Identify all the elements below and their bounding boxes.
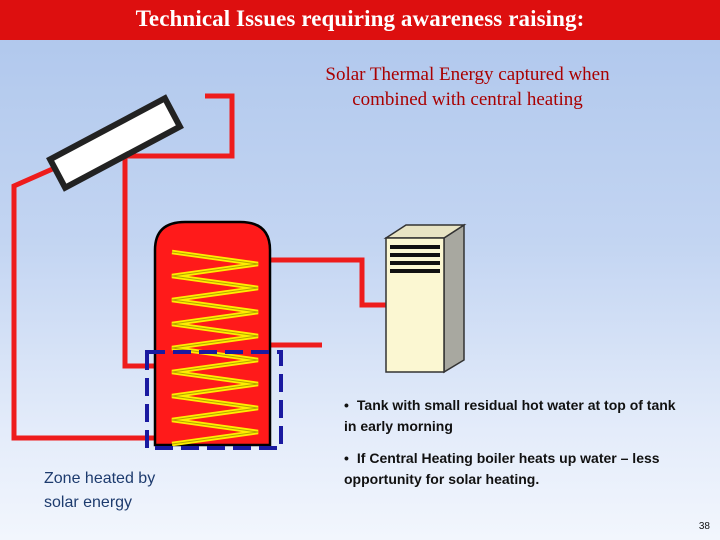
subtitle-line-2: combined with central heating	[352, 89, 583, 110]
boiler-vent-1	[390, 245, 440, 249]
boiler-vent-3	[390, 261, 440, 265]
page-number: 38	[698, 521, 710, 532]
heating-coil-outline	[171, 251, 259, 445]
boiler-front	[385, 237, 445, 373]
solar-zone-label: Zone heated by solar energy	[44, 470, 156, 511]
boiler-vent-2	[390, 253, 440, 257]
solar-zone-outline	[145, 350, 283, 450]
boiler	[383, 223, 467, 374]
diagram-subtitle: Solar Thermal Energy captured when combi…	[255, 62, 680, 112]
boiler-side	[443, 223, 465, 374]
bullet-marker: •	[344, 450, 349, 466]
slide-title: Technical Issues requiring awareness rai…	[135, 6, 585, 31]
title-bar	[0, 0, 720, 40]
bullet-text: Tank with small residual hot water at to…	[344, 397, 676, 434]
boiler-vent-4	[390, 269, 440, 273]
collector-return-pipe	[11, 164, 158, 441]
bullet-text: If Central Heating boiler heats up water…	[344, 450, 660, 487]
bullet-residual-hot-water: •Tank with small residual hot water at t…	[344, 395, 689, 437]
pipe-network	[11, 93, 390, 441]
boiler-flow-pipe	[268, 257, 390, 308]
subtitle-line-1: Solar Thermal Energy captured when	[325, 64, 610, 85]
collector-flow-pipe	[122, 93, 235, 369]
solar-collector	[46, 94, 184, 192]
bullet-boiler-heating: •If Central Heating boiler heats up wate…	[344, 448, 679, 490]
bullet-marker: •	[344, 397, 349, 413]
